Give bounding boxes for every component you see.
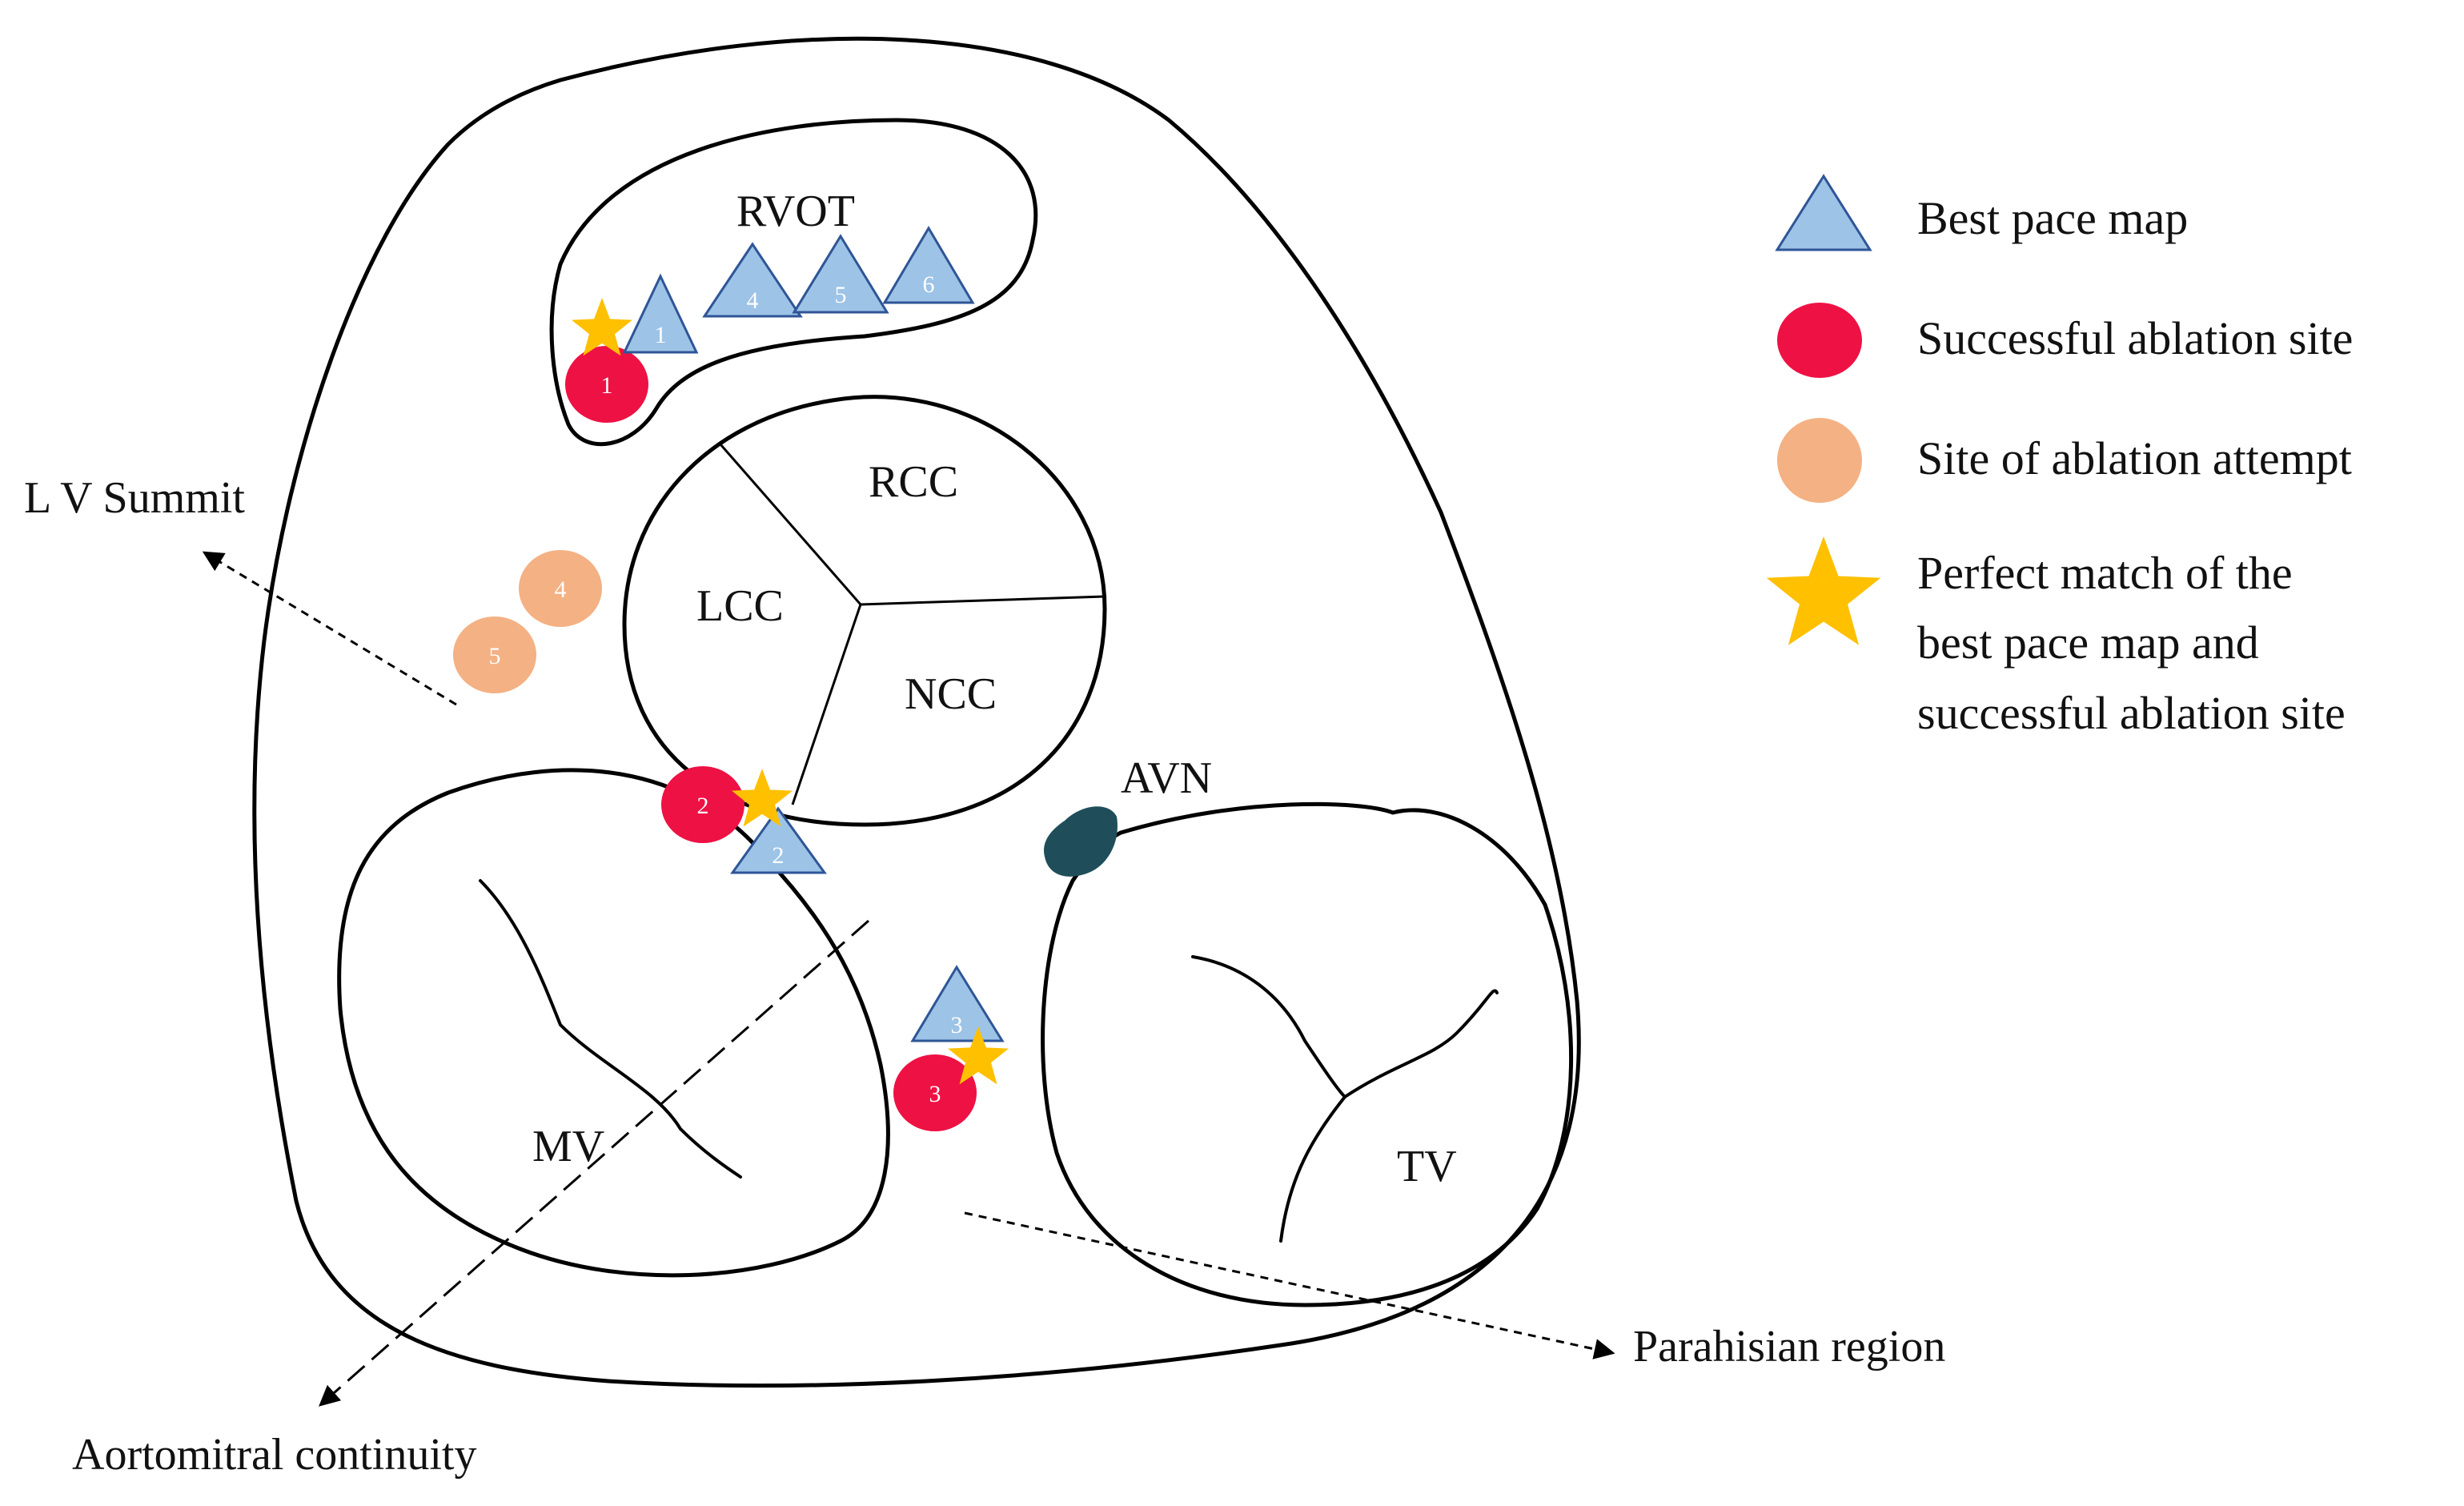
annotation-lv-summit: L V Summit <box>24 473 245 523</box>
perfect-match-star-1 <box>572 298 632 356</box>
label-tv: TV <box>1397 1142 1457 1191</box>
label-rvot: RVOT <box>736 187 855 236</box>
svg-text:3: 3 <box>929 1081 941 1107</box>
successful-ablation-3: 3 <box>893 1054 977 1131</box>
legend: Best pace map Successful ablation site S… <box>1766 174 2353 739</box>
svg-text:best pace map and: best pace map and <box>1917 616 2259 669</box>
tricuspid-leaflet-line-1 <box>1191 955 1346 1098</box>
legend-best-pace-map: Best pace map <box>1775 174 2188 251</box>
successful-ablation-2: 2 <box>661 766 744 843</box>
label-rcc: RCC <box>869 457 958 507</box>
pace-map-6: 6 <box>882 226 975 304</box>
svg-text:Successful ablation site: Successful ablation site <box>1917 312 2353 364</box>
lv-summit-arrow <box>202 551 457 706</box>
annotation-aortomitral: Aortomitral continuity <box>72 1430 476 1480</box>
pace-map-4: 4 <box>702 242 803 318</box>
successful-ablation-1: 1 <box>565 346 648 423</box>
svg-text:2: 2 <box>773 842 785 869</box>
mitral-leaflet-line <box>479 879 742 1179</box>
tricuspid-valve-outline <box>1041 801 1574 1307</box>
svg-text:1: 1 <box>655 322 667 348</box>
svg-text:Best pace map: Best pace map <box>1917 192 2188 244</box>
svg-text:successful ablation site: successful ablation site <box>1917 687 2346 739</box>
aortomitral-arrow <box>319 919 869 1407</box>
cusp-line-lcc-ncc <box>791 604 862 805</box>
legend-perfect-match: Perfect match of the best pace map and s… <box>1766 536 2346 739</box>
tricuspid-leaflet-line-2 <box>1343 989 1499 1098</box>
svg-text:Site of ablation attempt: Site of ablation attempt <box>1917 432 2352 484</box>
ablation-attempt-4: 4 <box>519 550 602 627</box>
avn-node <box>1044 806 1118 877</box>
legend-successful-ablation: Successful ablation site <box>1777 303 2353 378</box>
rvot-outline <box>549 118 1038 447</box>
svg-text:6: 6 <box>923 271 935 298</box>
aortic-root-outline <box>622 395 1107 827</box>
pace-map-5: 5 <box>792 234 889 314</box>
ablation-attempt-5: 5 <box>453 616 536 693</box>
cusp-line-rcc-ncc <box>860 595 1106 606</box>
svg-text:4: 4 <box>747 287 759 314</box>
pace-map-2: 2 <box>730 806 827 874</box>
svg-text:5: 5 <box>489 643 501 669</box>
cusp-line-lcc-rcc <box>719 444 862 605</box>
svg-text:4: 4 <box>555 576 567 603</box>
annotation-parahisian: Parahisian region <box>1633 1322 1945 1371</box>
svg-text:5: 5 <box>835 282 847 308</box>
label-avn: AVN <box>1121 753 1212 803</box>
tricuspid-leaflet-line-3 <box>1279 1095 1346 1243</box>
label-ncc: NCC <box>905 669 997 719</box>
pace-map-3: 3 <box>910 965 1005 1042</box>
perfect-match-star-2 <box>732 769 793 827</box>
parahisian-arrow <box>964 1211 1615 1359</box>
svg-text:2: 2 <box>697 793 709 819</box>
svg-text:1: 1 <box>601 372 613 399</box>
svg-text:Perfect match of the: Perfect match of the <box>1917 547 2293 599</box>
label-mv: MV <box>532 1122 604 1171</box>
legend-ablation-attempt: Site of ablation attempt <box>1777 418 2352 503</box>
heart-outline <box>252 36 1581 1388</box>
pace-map-1: 1 <box>622 273 699 354</box>
label-lcc: LCC <box>696 581 784 631</box>
perfect-match-star-3 <box>948 1026 1009 1085</box>
svg-text:3: 3 <box>951 1012 963 1038</box>
